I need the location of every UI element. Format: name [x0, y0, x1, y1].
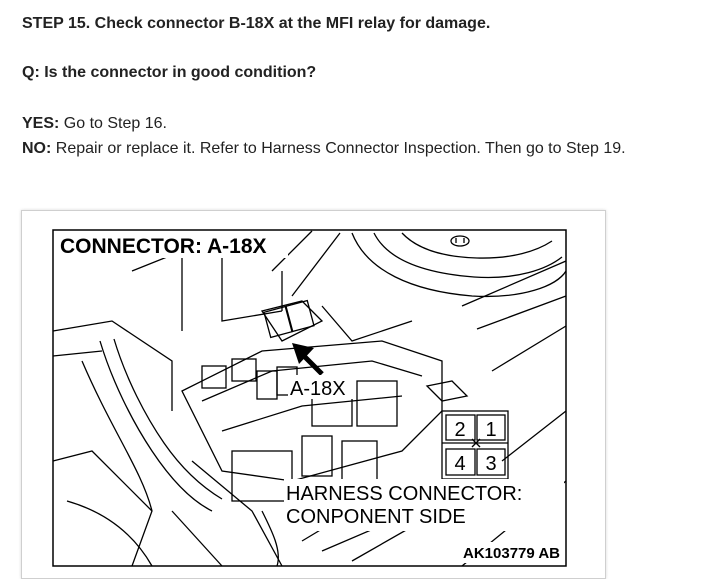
figure-title: CONNECTOR: A-18X: [60, 235, 267, 258]
pin-3: 3: [485, 453, 496, 475]
question-text: Q: Is the connector in good condition?: [22, 64, 317, 81]
step-heading: STEP 15. Check connector B-18X at the MF…: [22, 15, 491, 32]
yes-text: Go to Step 16.: [59, 115, 167, 132]
harness-label-line2: CONPONENT SIDE: [286, 506, 466, 528]
callout-arrow: [292, 343, 324, 376]
pin-1: 1: [485, 419, 496, 441]
no-answer: NO: Repair or replace it. Refer to Harne…: [22, 139, 626, 159]
pin-2: 2: [454, 419, 465, 441]
yes-answer: YES: Go to Step 16.: [22, 114, 167, 134]
no-text: Repair or replace it. Refer to Harness C…: [51, 140, 626, 157]
callout-label: A-18X: [290, 378, 346, 400]
pin-diagram: [441, 410, 509, 480]
engine-bay-drawing: [52, 230, 567, 567]
figure-frame: 2 1 4 3 CONNECTOR: A-18X A-18X HARNESS C…: [21, 210, 606, 579]
harness-label-line1: HARNESS CONNECTOR:: [286, 483, 522, 505]
figure-id: AK103779 AB: [463, 545, 560, 562]
pin-4: 4: [454, 453, 465, 475]
no-label: NO:: [22, 140, 52, 157]
yes-label: YES:: [22, 115, 60, 132]
illustration-border: [52, 229, 567, 567]
connector-illustration: 2 1 4 3 CONNECTOR: A-18X A-18X HARNESS C…: [52, 229, 567, 567]
